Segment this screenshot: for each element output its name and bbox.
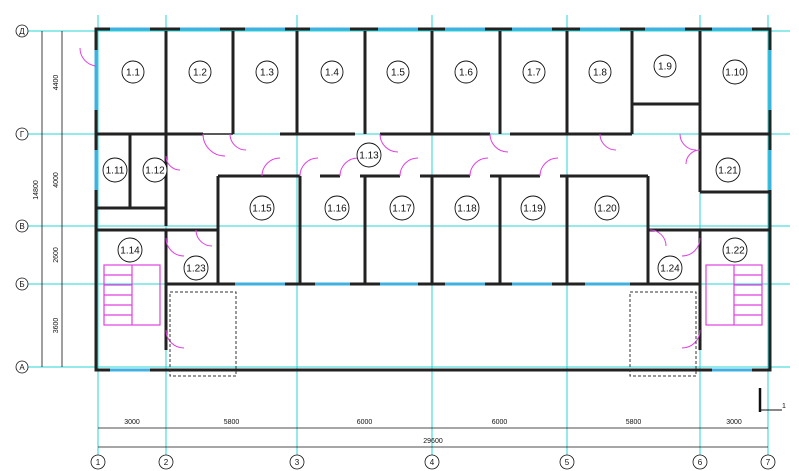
axis-bubbles: 1 2 3 4 5 6 7 Д Г В Б А	[15, 24, 776, 470]
dimension-total: 29600	[423, 438, 443, 445]
room-label: 1.14	[120, 246, 140, 257]
axis-bubble-7: 7	[760, 454, 776, 470]
walls	[94, 27, 772, 372]
windows	[94, 27, 772, 372]
room-label: 1.18	[457, 204, 477, 215]
room-1-13: 1.13	[356, 142, 382, 168]
axis-bubble-2: 2	[158, 454, 174, 470]
section-mark-label: 1	[782, 403, 786, 410]
axis-bubble-row-4: А	[15, 360, 29, 374]
room-1-5: 1.5	[386, 60, 410, 84]
dimension-segment-vertical: 4000	[53, 172, 60, 188]
axis-label: В	[19, 222, 24, 231]
axis-label: Д	[19, 27, 25, 36]
room-label: 1.15	[252, 204, 272, 215]
room-label: 1.22	[725, 246, 745, 257]
axis-label: 6	[698, 458, 703, 467]
dimension-segment: 6000	[492, 419, 508, 426]
room-label: 1.4	[325, 68, 339, 79]
room-label: 1.21	[718, 166, 738, 177]
dimension-segment: 3000	[726, 419, 742, 426]
axis-label: 7	[766, 458, 771, 467]
room-1-16: 1.16	[324, 195, 350, 221]
axis-bubble-row-0: Д	[15, 24, 29, 38]
room-label: 1.11	[106, 166, 125, 177]
room-1-3: 1.3	[255, 60, 279, 84]
dimension-segment-vertical: 4400	[53, 75, 60, 91]
room-1-14: 1.14	[117, 237, 143, 263]
dimension-texts: 3000 5800 6000 6000 5800 3000 29600 4400 4000 260…	[33, 75, 742, 445]
room-1-4: 1.4	[320, 60, 344, 84]
axis-label: 4	[430, 458, 435, 467]
axis-bubble-5: 5	[559, 454, 575, 470]
room-1-9: 1.9	[653, 54, 677, 78]
outer-wall	[94, 27, 772, 372]
axis-label: 3	[295, 458, 300, 467]
room-1-21: 1.21	[715, 157, 741, 183]
left-stair	[103, 264, 161, 326]
doors	[79, 47, 701, 349]
axis-bubble-6: 6	[692, 454, 708, 470]
room-1-24: 1.24	[657, 255, 683, 281]
room-label: 1.8	[593, 68, 607, 79]
axis-label: Г	[20, 130, 25, 139]
room-1-15: 1.15	[249, 195, 275, 221]
room-label: 1.1	[126, 68, 140, 79]
porches	[169, 291, 697, 377]
dimension-total-vertical: 14800	[33, 180, 40, 200]
axis-label: А	[19, 363, 25, 372]
right-stair	[705, 264, 763, 326]
axis-bubble-row-1: Г	[15, 127, 29, 141]
room-1-11: 1.11	[102, 157, 128, 183]
axis-label: 2	[164, 458, 169, 467]
room-1-20: 1.20	[594, 195, 620, 221]
dimension-segment: 5800	[224, 419, 240, 426]
axis-label: 5	[565, 458, 570, 467]
dimension-segment-vertical: 2600	[53, 247, 60, 263]
room-label: 1.2	[193, 68, 207, 79]
room-1-1: 1.1	[121, 60, 145, 84]
axis-bubble-1: 1	[90, 454, 106, 470]
dimension-segment: 6000	[357, 419, 373, 426]
dimension-segment: 3000	[124, 419, 140, 426]
room-label: 1.19	[523, 204, 543, 215]
room-1-23: 1.23	[183, 255, 209, 281]
room-label: 1.12	[145, 166, 165, 177]
room-1-6: 1.6	[454, 60, 478, 84]
room-1-12: 1.12	[142, 157, 168, 183]
room-label: 1.10	[725, 68, 745, 79]
axis-bubble-row-3: Б	[15, 277, 29, 291]
axis-bubble-row-2: В	[15, 219, 29, 233]
room-label: 1.9	[658, 62, 672, 73]
dimension-segment: 5800	[626, 419, 642, 426]
room-1-22: 1.22	[722, 237, 748, 263]
room-label: 1.20	[597, 204, 617, 215]
room-1-7: 1.7	[522, 60, 546, 84]
room-1-2: 1.2	[188, 60, 212, 84]
room-label: 1.7	[527, 68, 541, 79]
room-label: 1.23	[186, 264, 206, 275]
room-label: 1.17	[392, 204, 412, 215]
axis-grid	[28, 15, 790, 460]
room-label: 1.5	[391, 68, 405, 79]
axis-bubble-4: 4	[424, 454, 440, 470]
room-labels: 1.1 1.2 1.3 1.4 1.5 1.6 1.7 1.8 1.9 1.10 1.11 1.12 1…	[102, 54, 748, 281]
room-1-10: 1.10	[722, 59, 748, 85]
room-1-8: 1.8	[588, 60, 612, 84]
room-label: 1.13	[359, 151, 379, 162]
axis-bubble-3: 3	[289, 454, 305, 470]
room-label: 1.24	[660, 264, 680, 275]
dimension-segment-vertical: 3600	[53, 318, 60, 334]
room-label: 1.16	[327, 204, 347, 215]
room-1-18: 1.18	[454, 195, 480, 221]
axis-label: Б	[19, 280, 24, 289]
room-1-17: 1.17	[389, 195, 415, 221]
room-1-19: 1.19	[520, 195, 546, 221]
room-label: 1.3	[260, 68, 274, 79]
dimensions	[41, 31, 768, 448]
section-mark	[758, 388, 782, 412]
axis-label: 1	[96, 458, 101, 467]
room-label: 1.6	[459, 68, 473, 79]
